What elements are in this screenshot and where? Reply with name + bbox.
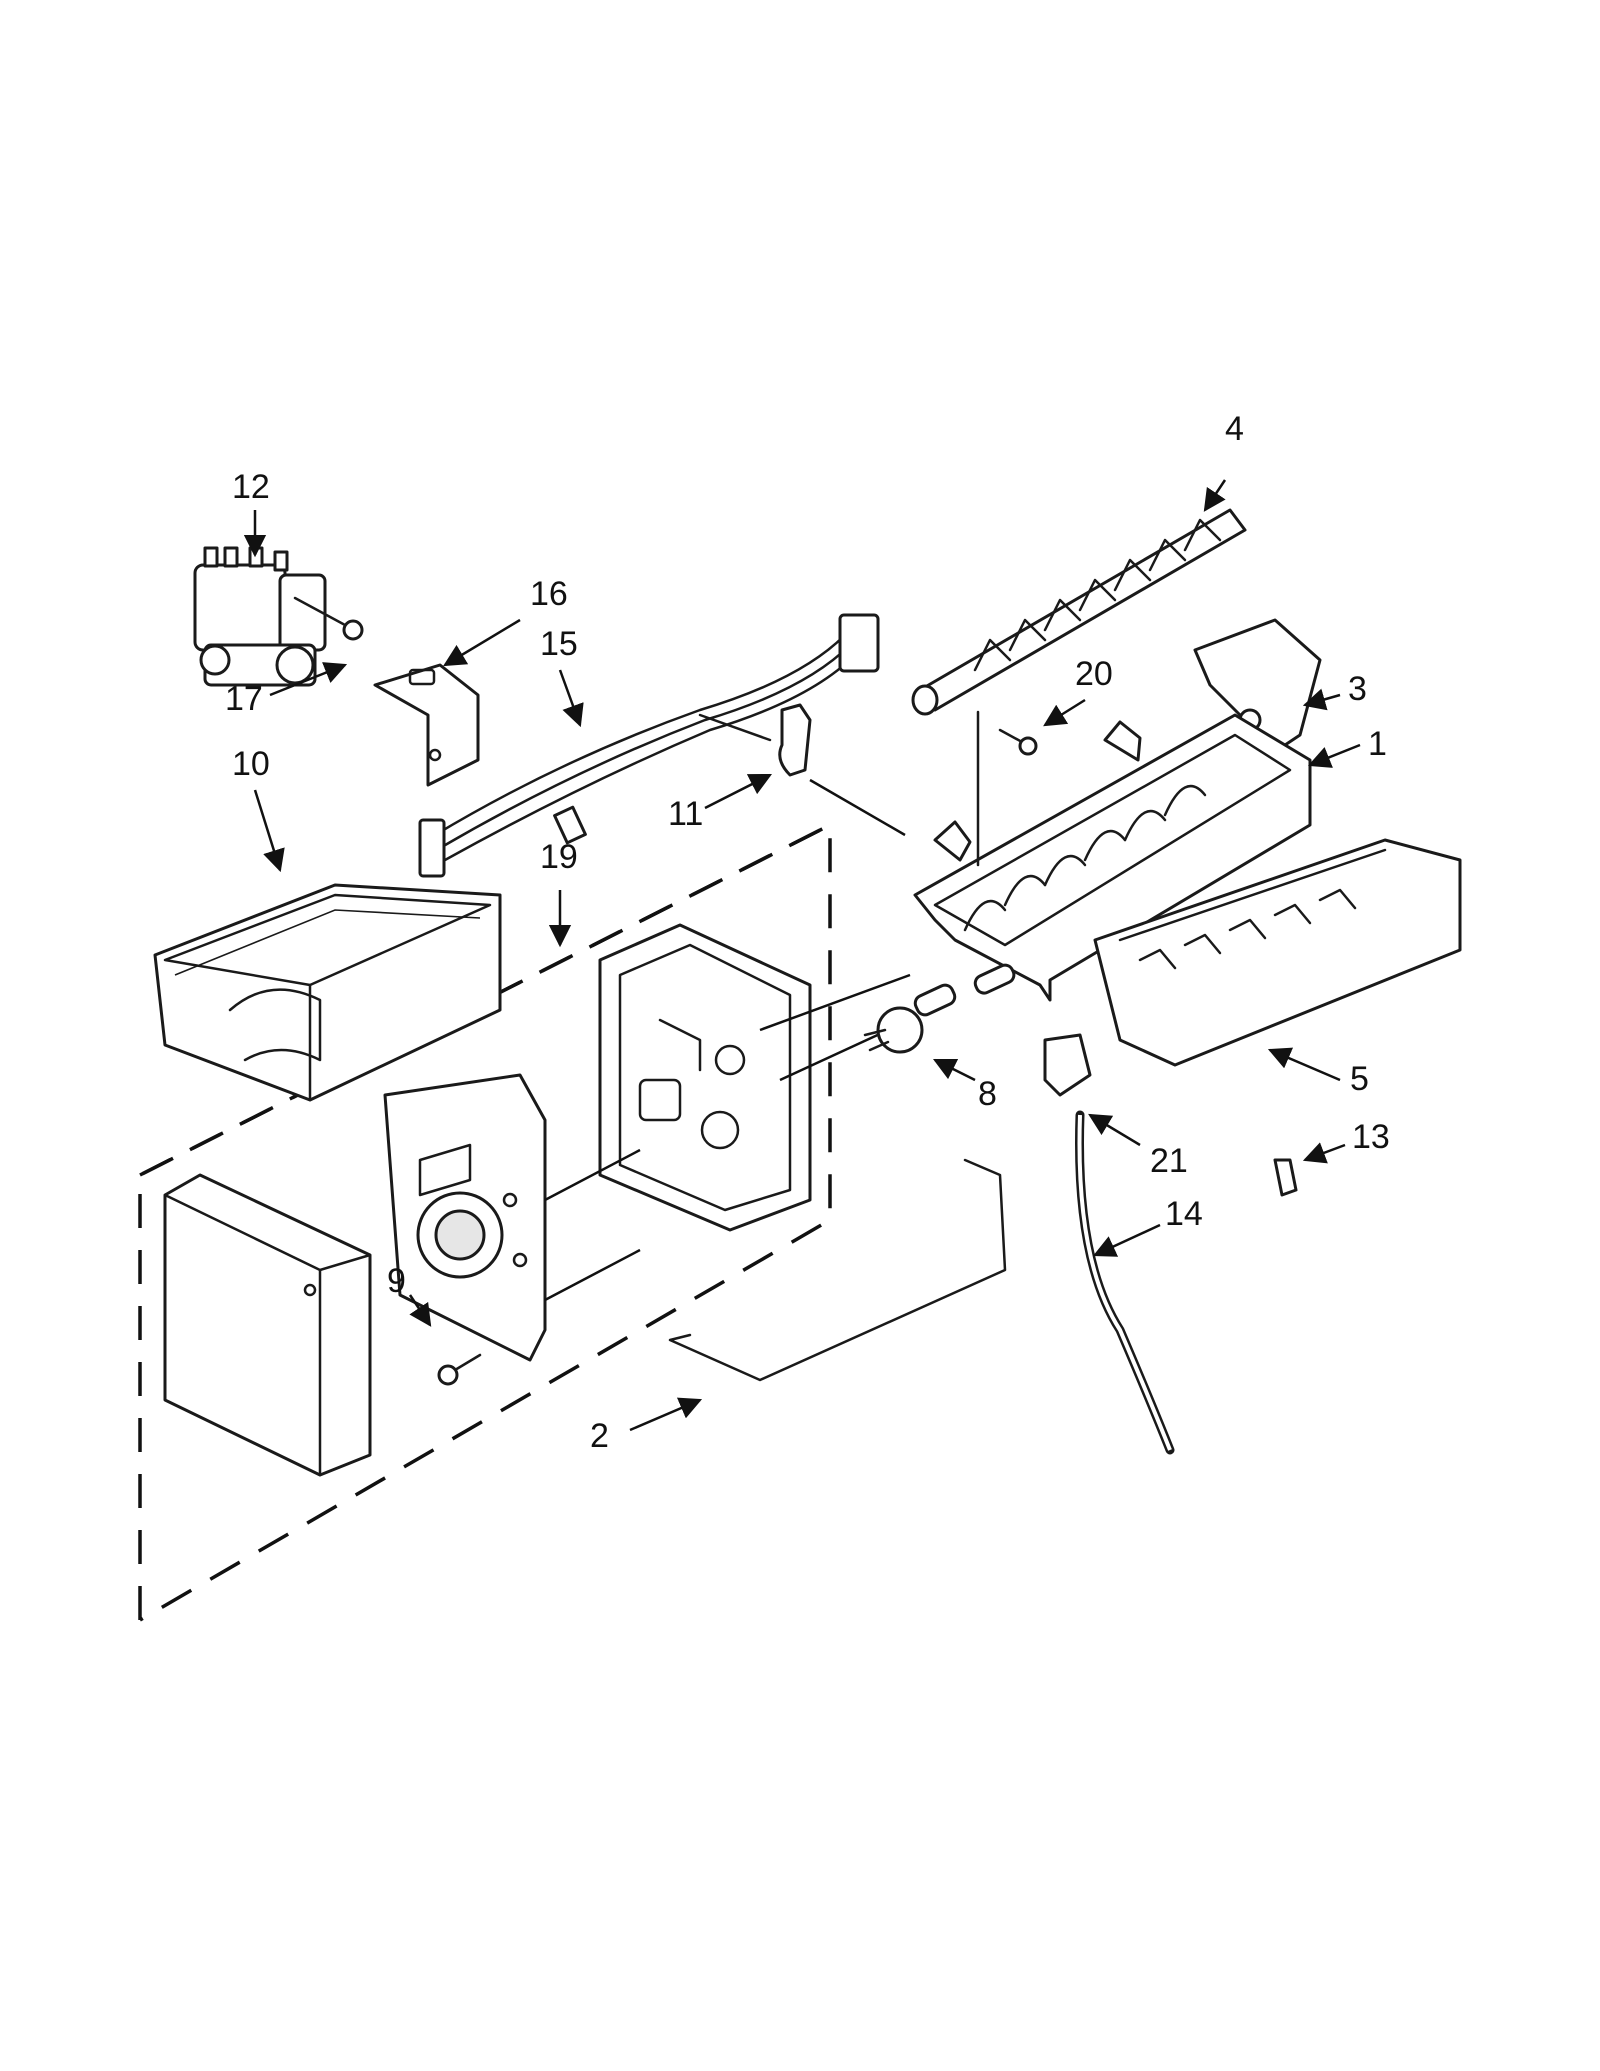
callout-3: 3 (1348, 670, 1367, 708)
callout-5: 5 (1350, 1060, 1369, 1098)
callout-2: 2 (590, 1417, 609, 1455)
leader-arrows (243, 479, 1361, 1432)
clip-21-part (1043, 1033, 1092, 1097)
callout-13: 13 (1352, 1118, 1390, 1156)
shield-part (1093, 838, 1462, 1067)
ejector-part (911, 508, 1247, 716)
front-cover-part (163, 1173, 372, 1477)
callout-16: 16 (530, 575, 568, 613)
callout-17: 17 (225, 680, 263, 718)
mold-part (913, 710, 1312, 1002)
callout-20: 20 (1075, 655, 1113, 693)
callout-8: 8 (978, 1075, 997, 1113)
callout-1: 1 (1368, 725, 1387, 763)
callout-21: 21 (1150, 1142, 1188, 1180)
callout-10: 10 (232, 745, 270, 783)
control-housing-part (598, 923, 911, 1232)
callout-4: 4 (1225, 410, 1244, 448)
wire-part (668, 1158, 1007, 1382)
callout-19: 19 (540, 838, 578, 876)
callout-9: 9 (387, 1262, 406, 1300)
motor-plate-part (383, 1073, 641, 1362)
clip-part (778, 703, 906, 837)
callout-15: 15 (540, 625, 578, 663)
bracket-part (373, 663, 480, 787)
ice-bucket-part (153, 883, 502, 1102)
fill-tube-part (1075, 1110, 1175, 1455)
water-valve-part (193, 546, 327, 687)
assembly-dashed-outline (138, 822, 832, 1622)
callout-11: 11 (668, 795, 703, 833)
valve-screw-part (293, 596, 364, 641)
wire-harness-part (418, 613, 880, 878)
callout-12: 12 (232, 468, 270, 506)
plug-part (1273, 1158, 1298, 1197)
screw-20-part (998, 728, 1038, 756)
screw-9-part (437, 1353, 482, 1386)
callout-14: 14 (1165, 1195, 1203, 1233)
callout-labels: 12 16 15 17 10 11 19 4 20 3 1 5 8 21 13 … (225, 410, 1390, 1455)
thermostat-part (863, 963, 1016, 1054)
